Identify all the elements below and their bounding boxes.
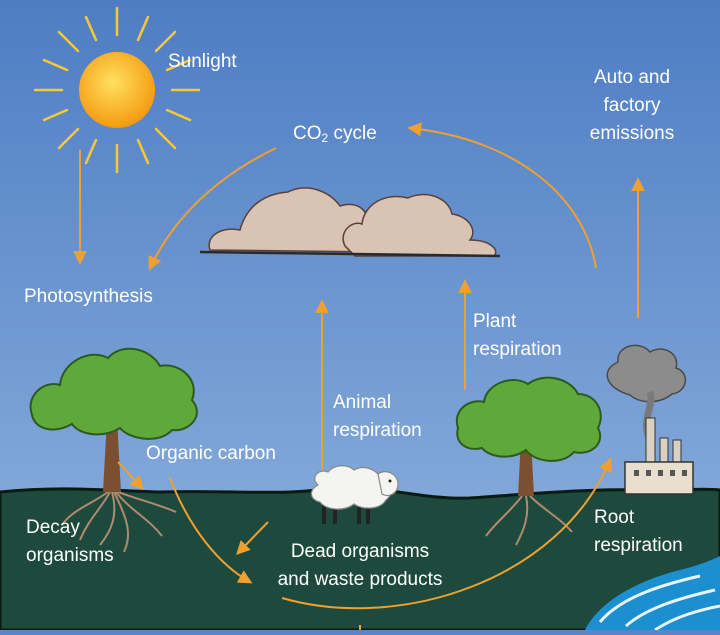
water-icon — [585, 556, 720, 632]
animal-respiration-label: Animal respiration — [333, 389, 422, 445]
photosynthesis-label: Photosynthesis — [24, 286, 153, 307]
dead-organisms-label: Dead organisms and waste products — [255, 538, 465, 594]
emissions-line-1: Auto and — [593, 67, 671, 88]
animal-respiration-line-1: Animal — [333, 392, 392, 413]
arrow-decay-to-root-respiration — [281, 457, 613, 610]
emissions-line-2: factory — [603, 95, 661, 116]
co2-subscript: 2 — [321, 131, 329, 145]
decay-organisms-line-1: Decay — [26, 517, 80, 538]
arrow-emissions-to-co2-cycle — [407, 122, 597, 269]
plant-respiration-label: Plant respiration — [473, 308, 562, 364]
sunlight-label: Sunlight — [168, 51, 237, 72]
organic-carbon-label: Organic carbon — [146, 443, 276, 464]
arrow-tree-to-organic-carbon — [117, 461, 144, 491]
arrow-to-dead-organisms — [236, 521, 269, 556]
dead-organisms-line-2: and waste products — [277, 569, 443, 590]
factory-icon — [606, 344, 694, 495]
co2-suffix: cycle — [328, 123, 377, 144]
emissions-line-3: emissions — [589, 123, 675, 144]
co2-prefix: CO — [293, 123, 322, 144]
co2-cycle-label: CO2 cycle — [293, 120, 377, 152]
arrow-co2-cycle-to-photosynthesis — [148, 147, 277, 271]
emissions-label: Auto and factory emissions — [578, 64, 686, 148]
tree-icon — [29, 347, 198, 553]
decay-organisms-line-2: organisms — [26, 545, 114, 566]
sheep-icon — [310, 465, 399, 524]
plant-respiration-line-2: respiration — [473, 339, 562, 360]
dead-organisms-line-1: Dead organisms — [290, 541, 430, 562]
root-respiration-label: Root respiration — [594, 504, 683, 560]
flow-arrows — [73, 122, 645, 632]
sun-icon — [33, 6, 201, 174]
arrow-organic-carbon-to-dead-organisms — [169, 477, 253, 584]
root-respiration-line-1: Root — [594, 507, 635, 528]
animal-respiration-line-2: respiration — [333, 420, 422, 441]
decay-organisms-label: Decay organisms — [26, 514, 114, 570]
cloud-icon — [199, 187, 501, 258]
plant-respiration-line-1: Plant — [473, 311, 517, 332]
root-respiration-line-2: respiration — [594, 535, 683, 556]
tree-icon — [455, 376, 602, 546]
